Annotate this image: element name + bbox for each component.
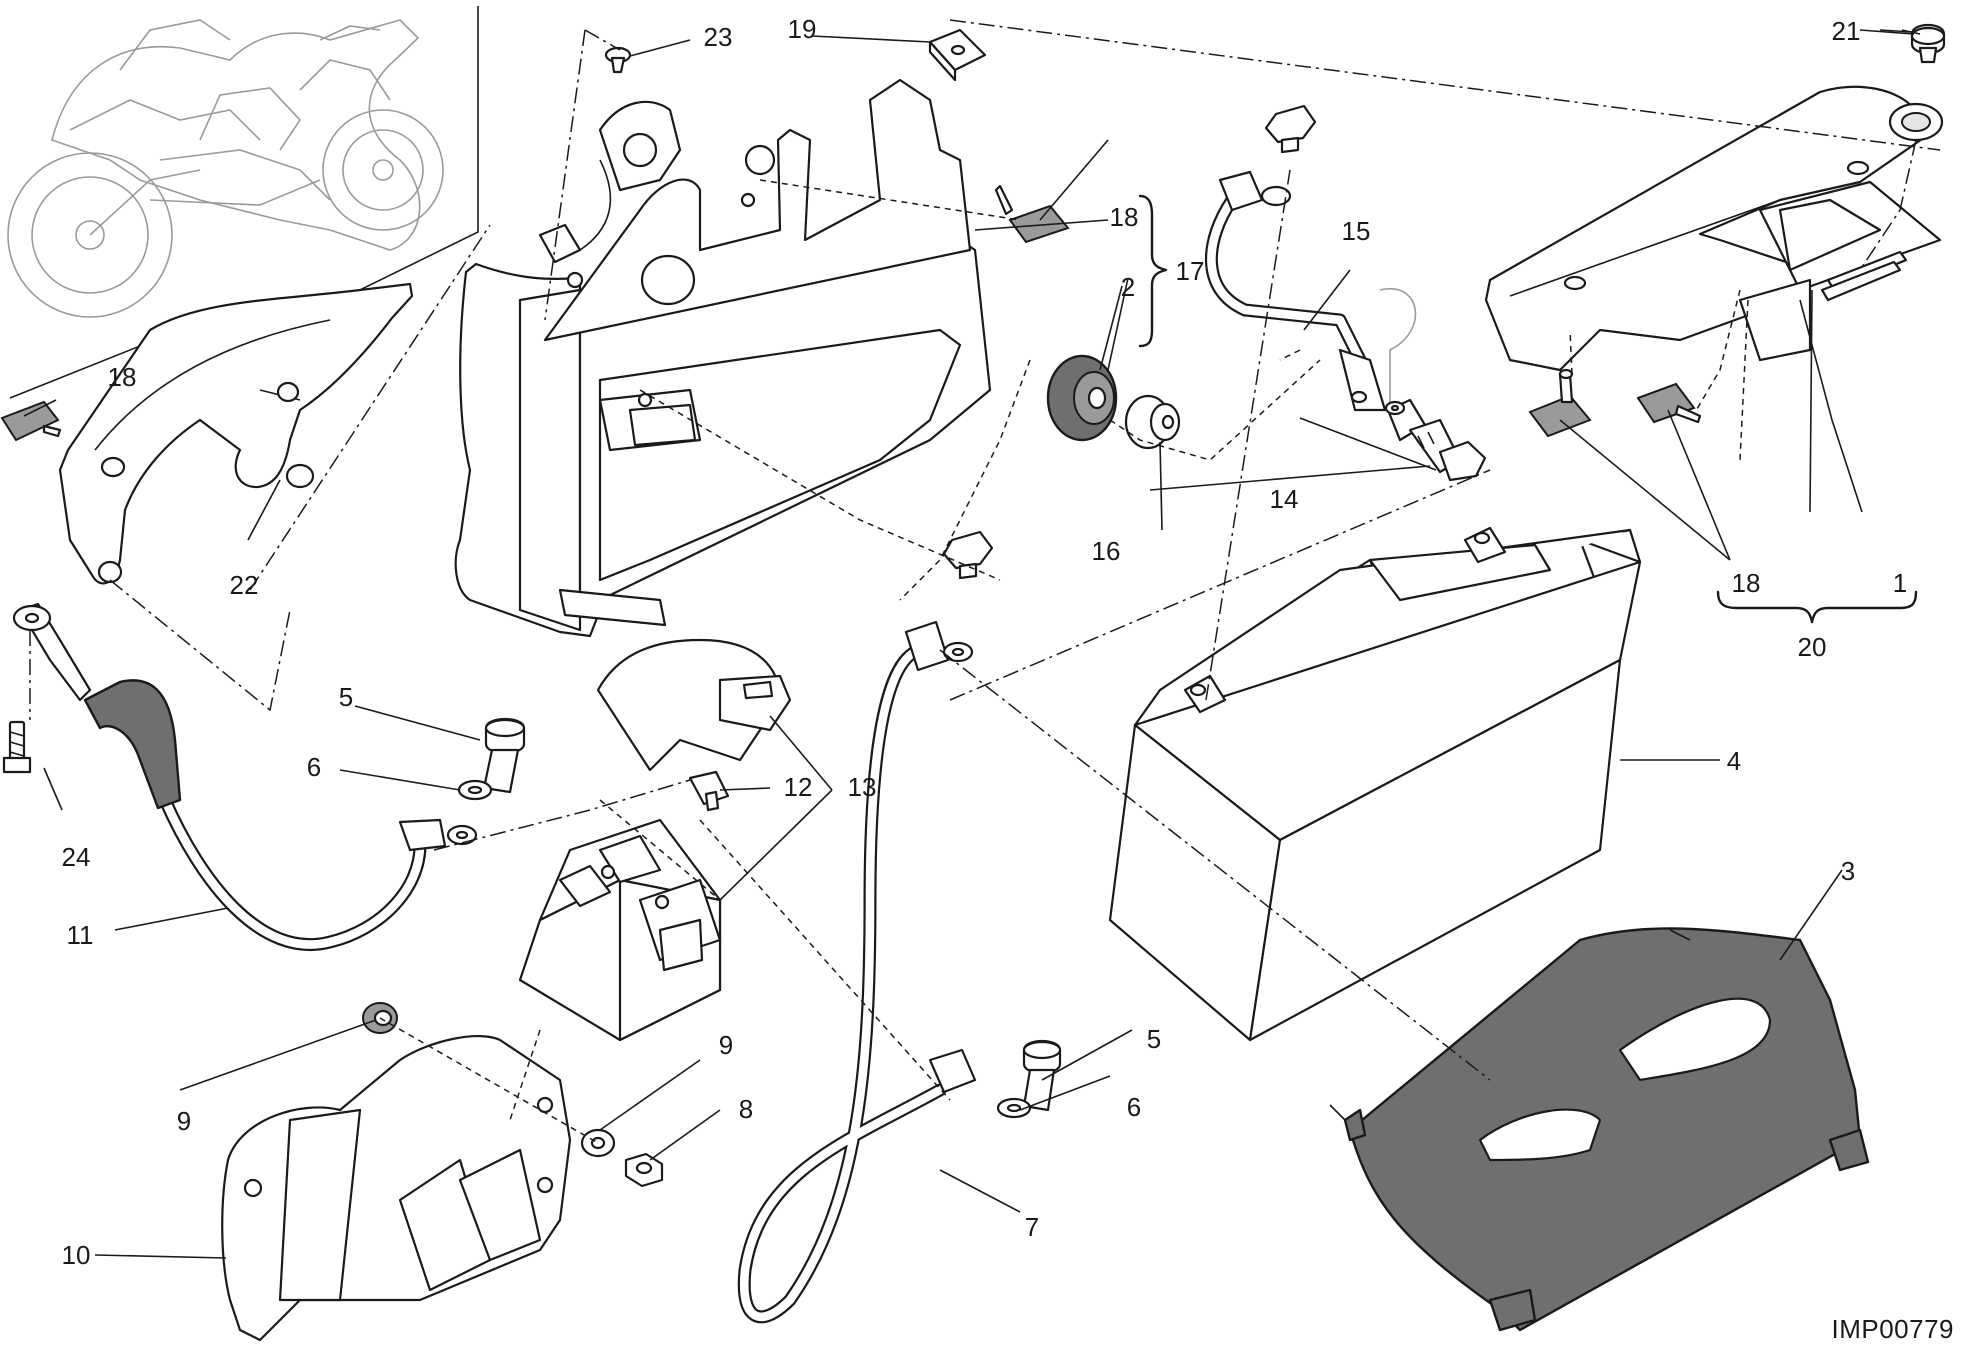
brace-17 <box>1138 194 1168 348</box>
label-1: 1 <box>1893 568 1907 598</box>
part-23-screw <box>604 46 632 74</box>
part-22-front-bracket <box>58 282 414 585</box>
label-13: 13 <box>848 772 877 802</box>
part-7-bolt <box>942 530 994 580</box>
part-15-cable <box>1204 170 1427 442</box>
part-20-top-bracket <box>1484 85 1944 372</box>
part-10-relay-holder <box>221 1034 572 1342</box>
label-10: 10 <box>62 1240 91 1270</box>
drawing-code: IMP00779 <box>1831 1314 1954 1344</box>
part-1-pin <box>1820 250 1908 302</box>
part-4-battery <box>1108 526 1642 1042</box>
part-17-battery-box <box>454 78 992 638</box>
label-7: 7 <box>1025 1212 1039 1242</box>
part-13-cover <box>596 638 792 772</box>
brace-20 <box>1716 590 1918 624</box>
label-3: 3 <box>1841 856 1855 886</box>
part-16-spacer <box>1124 394 1181 450</box>
part-18-left-clip <box>0 400 62 442</box>
label-12: 12 <box>784 772 813 802</box>
label-17: 17 <box>1176 256 1205 286</box>
label-24: 24 <box>62 842 91 872</box>
part-13-relay <box>518 818 722 1042</box>
label-2: 2 <box>1121 272 1135 302</box>
label-18-right: 18 <box>1732 568 1761 598</box>
part-12-fuse <box>688 770 730 812</box>
label-11: 11 <box>67 920 94 950</box>
label-18-left: 18 <box>108 362 137 392</box>
part-18-box-clip <box>994 184 1070 244</box>
part-11-cable <box>12 602 447 951</box>
part-2-grommet <box>1046 354 1118 442</box>
label-20: 20 <box>1798 632 1827 662</box>
label-21: 21 <box>1832 16 1861 46</box>
label-6-upper: 6 <box>307 752 321 782</box>
label-16: 16 <box>1092 536 1121 566</box>
label-5-lower: 5 <box>1147 1024 1161 1054</box>
part-18-right-clips <box>1528 368 1702 438</box>
callout-labels: 1 2 3 4 5 5 6 6 7 8 9 9 10 11 12 13 14 1… <box>62 14 1908 1270</box>
label-22: 22 <box>230 570 259 600</box>
label-18-box: 18 <box>1110 202 1139 232</box>
part-15-bolt <box>1264 104 1317 154</box>
part-21-bolt <box>1910 23 1946 64</box>
part-19-clip-nut <box>928 28 987 82</box>
leader-lines <box>23 29 1921 1259</box>
part-5-screw-lower <box>996 1039 1062 1119</box>
part-14-bolt <box>1408 418 1487 482</box>
part-8-nut <box>624 1152 664 1188</box>
motorcycle-inset <box>7 6 479 399</box>
part-7-cable <box>737 620 977 1324</box>
label-19: 19 <box>788 14 817 44</box>
part-9-washer-right <box>580 1128 616 1158</box>
label-5-upper: 5 <box>339 682 353 712</box>
part-3-battery-holder <box>1329 927 1870 1332</box>
label-9-right: 9 <box>719 1030 733 1060</box>
label-4: 4 <box>1727 746 1741 776</box>
part-24-screw <box>2 720 32 774</box>
label-8: 8 <box>739 1094 753 1124</box>
label-9-left: 9 <box>177 1106 191 1136</box>
label-6-lower: 6 <box>1127 1092 1141 1122</box>
part-5-screw-upper <box>446 717 526 846</box>
label-14: 14 <box>1270 484 1299 514</box>
assembly-lines <box>29 19 1941 1144</box>
label-23: 23 <box>704 22 733 52</box>
label-15: 15 <box>1342 216 1371 246</box>
